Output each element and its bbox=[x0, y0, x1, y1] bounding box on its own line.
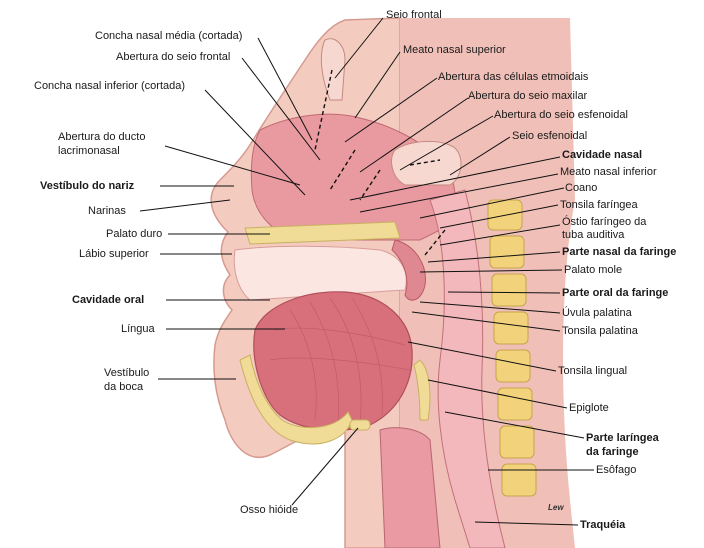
label-tonsila-palatina: Tonsila palatina bbox=[562, 325, 638, 337]
label-epiglote: Epiglote bbox=[569, 402, 609, 414]
label-narinas: Narinas bbox=[88, 205, 126, 217]
label-meato-inferior: Meato nasal inferior bbox=[560, 166, 657, 178]
label-ostio-1: Óstio faríngeo da bbox=[562, 216, 647, 228]
label-tonsila-faringea: Tonsila faríngea bbox=[560, 199, 638, 211]
label-abertura-etmoidais: Abertura das células etmoidais bbox=[438, 71, 589, 83]
label-palato-duro: Palato duro bbox=[106, 228, 163, 240]
label-abertura-seio-maxilar: Abertura do seio maxilar bbox=[468, 90, 588, 102]
label-vestibulo-nariz: Vestíbulo do nariz bbox=[40, 180, 135, 192]
label-lingua: Língua bbox=[121, 323, 155, 335]
larynx-trachea bbox=[379, 427, 441, 548]
tongue bbox=[253, 291, 413, 431]
label-ostio-2: tuba auditiva bbox=[562, 229, 625, 241]
label-vestibulo-boca-2: da boca bbox=[104, 381, 144, 393]
hard-palate bbox=[244, 221, 401, 245]
leader-lines bbox=[139, 17, 594, 526]
label-concha-inferior: Concha nasal inferior (cortada) bbox=[34, 80, 186, 92]
label-abertura-seio-esfenoidal: Abertura do seio esfenoidal bbox=[494, 109, 628, 121]
label-seio-frontal: Seio frontal bbox=[386, 9, 442, 21]
label-parte-nasal: Parte nasal da faringe bbox=[562, 246, 677, 258]
label-esofago: Esôfago bbox=[596, 464, 637, 476]
vertebral-column bbox=[487, 199, 537, 497]
label-palato-mole: Palato mole bbox=[564, 264, 623, 276]
label-labio-superior: Lábio superior bbox=[79, 248, 149, 260]
label-parte-laringea-1: Parte laríngea bbox=[586, 432, 659, 444]
label-meato-superior: Meato nasal superior bbox=[403, 44, 506, 56]
label-traqueia: Traquéia bbox=[580, 519, 626, 531]
label-concha-media: Concha nasal média (cortada) bbox=[95, 30, 243, 42]
artist-signature: Lew bbox=[548, 503, 564, 512]
label-ducto-lacrimonasal-2: lacrimonasal bbox=[58, 145, 120, 157]
tongue-fibers bbox=[269, 297, 411, 426]
label-cavidade-oral: Cavidade oral bbox=[72, 294, 145, 306]
oral-cavity-region bbox=[233, 245, 407, 301]
label-vestibulo-boca-1: Vestíbulo bbox=[104, 367, 150, 379]
label-abertura-seio-frontal: Abertura do seio frontal bbox=[116, 51, 231, 63]
label-osso-hioide: Osso hióide bbox=[240, 504, 299, 516]
label-coano: Coano bbox=[565, 182, 598, 194]
label-cavidade-nasal: Cavidade nasal bbox=[562, 149, 643, 161]
epiglottis-shape bbox=[413, 359, 431, 421]
sphenoid-sinus bbox=[391, 140, 462, 186]
hyoid-bone bbox=[349, 419, 371, 431]
soft-palate bbox=[391, 239, 426, 301]
label-parte-laringea-2: da faringe bbox=[586, 446, 639, 458]
label-tonsila-lingual: Tonsila lingual bbox=[558, 365, 628, 377]
frontal-sinus bbox=[320, 38, 346, 101]
label-parte-oral: Parte oral da faringe bbox=[562, 287, 669, 299]
label-uvula: Úvula palatina bbox=[562, 307, 632, 319]
label-ducto-lacrimonasal-1: Abertura do ducto bbox=[58, 131, 146, 143]
airflow-arrows bbox=[314, 69, 446, 256]
label-seio-esfenoidal: Seio esfenoidal bbox=[512, 130, 588, 142]
